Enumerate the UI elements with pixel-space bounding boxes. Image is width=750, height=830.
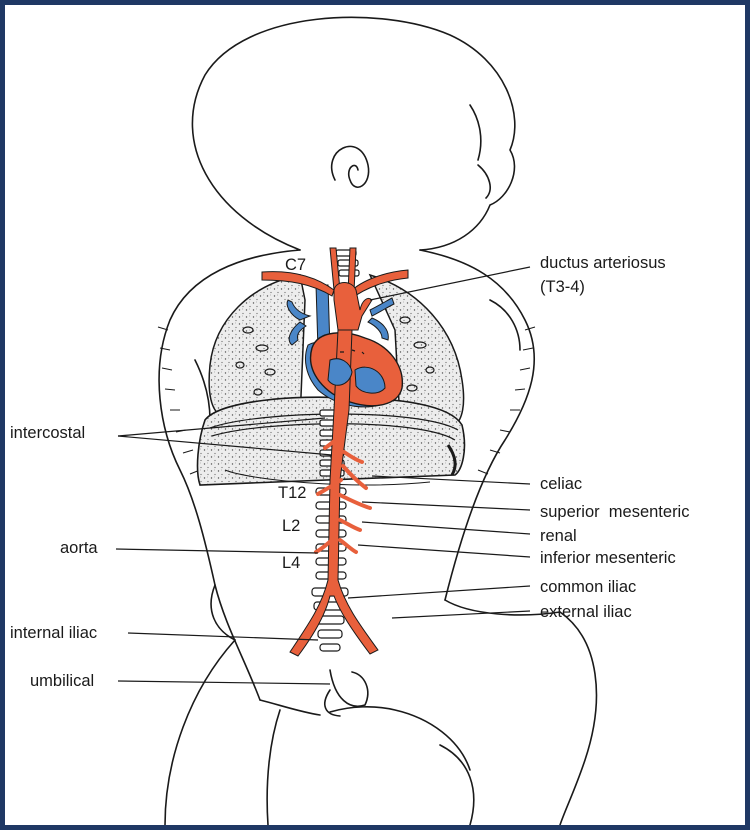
label-superior-mesenteric: superior mesenteric <box>540 503 689 521</box>
label-celiac: celiac <box>540 475 582 493</box>
label-aorta: aorta <box>60 539 98 557</box>
label-ductus-arteriosus: ductus arteriosus <box>540 254 666 272</box>
label-common-iliac: common iliac <box>540 578 636 596</box>
label-c7: C7 <box>285 256 306 274</box>
label-inferior-mesenteric: inferior mesenteric <box>540 549 676 567</box>
ear <box>332 146 369 187</box>
infant-aorta-diagram: C7 T12 L2 L4 ductus arteriosus (T3-4) ce… <box>5 5 745 825</box>
label-l4: L4 <box>282 554 300 572</box>
label-intercostal: intercostal <box>10 424 85 442</box>
label-ductus-level: (T3-4) <box>540 278 585 296</box>
label-internal-iliac: internal iliac <box>10 624 97 642</box>
label-umbilical: umbilical <box>30 672 94 690</box>
label-renal: renal <box>540 527 577 545</box>
label-external-iliac: external iliac <box>540 603 632 621</box>
label-t12: T12 <box>278 484 306 502</box>
label-l2: L2 <box>282 517 300 535</box>
